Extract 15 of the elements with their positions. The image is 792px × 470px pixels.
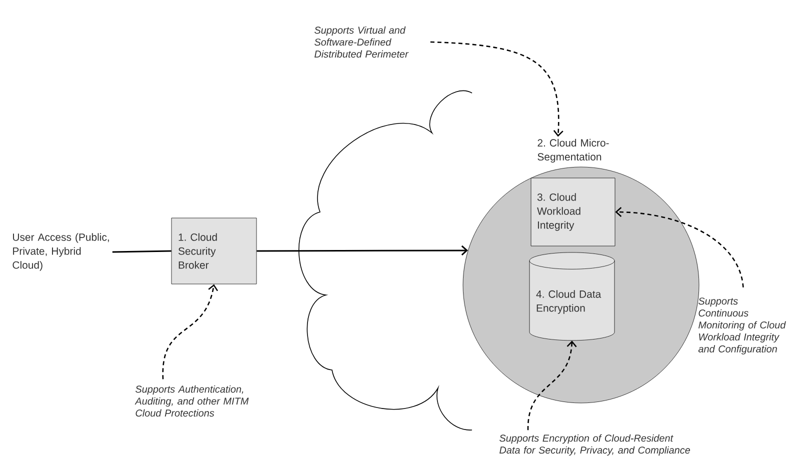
dashed-arrow: [527, 340, 577, 430]
arrow: [256, 245, 468, 256]
access-label: User Access (Public, Private, Hybrid Cloud): [12, 233, 109, 271]
annotation-text: Supports Continuous Monitoring of Cloud Workload Integrity and Configuration: [698, 298, 786, 354]
annotation-text: Supports Authentication, Auditing, and other MITM Cloud Protections: [134, 385, 249, 417]
dashed-arrow: [430, 41, 564, 137]
annotation-text: Supports Encryption of Cloud-Resident Data for Security, Privacy, and Compliance: [499, 434, 690, 456]
connector-line: [112, 250, 172, 253]
dashed-arrow: [162, 284, 218, 380]
database-cylinder: 4. Cloud Data Encryption: [529, 252, 615, 341]
process-box: 3. Cloud Workload Integrity: [530, 178, 616, 246]
process-box: 1. Cloud Security Broker: [171, 218, 257, 284]
annotation-text: Supports Virtual and Software-Defined Distributed Perimeter: [314, 26, 409, 58]
node-label: 2. Cloud Micro-Segmentation: [538, 138, 609, 163]
dashed-arrow: [615, 207, 744, 288]
